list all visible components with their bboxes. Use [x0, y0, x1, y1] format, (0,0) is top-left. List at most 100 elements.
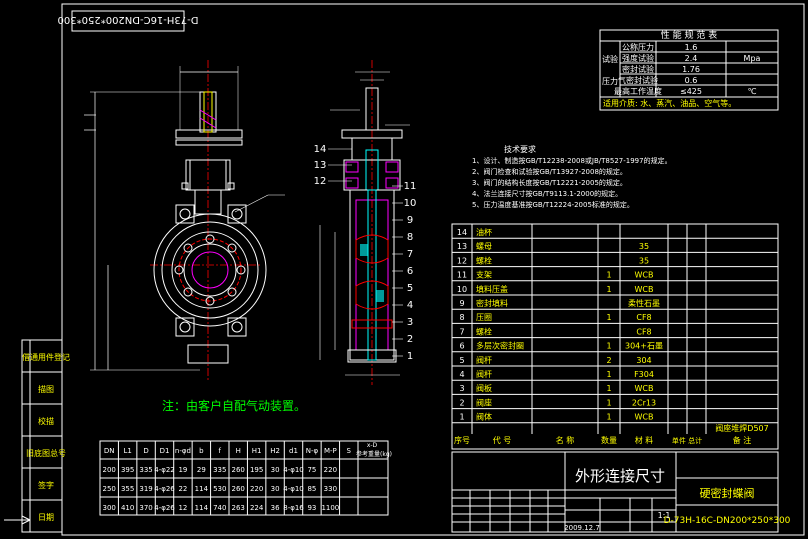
bom-qty: 1 [606, 398, 611, 407]
dim-header: DN [104, 447, 115, 455]
bom-header-code: 代 号 [493, 435, 512, 445]
bom-header-no: 序号 [454, 435, 470, 445]
spec-label: 强度试验 [622, 53, 654, 63]
dim-cell: 4-φ26 [154, 504, 175, 512]
bom-material: F304 [634, 370, 654, 379]
bom-corner-note: 阀座堆焊D507 [715, 423, 768, 433]
bom-no: 11 [457, 271, 467, 280]
dim-cell: 114 [195, 504, 209, 512]
bom-no: 13 [457, 242, 467, 251]
bom-name: 阀体 [476, 412, 492, 422]
bom-no: 4 [459, 370, 464, 379]
bom-material: 2Cr13 [632, 398, 656, 407]
dim-cell: 319 [139, 485, 152, 493]
dim-cell: 29 [197, 466, 206, 474]
dim-cell: 335 [139, 466, 152, 474]
dim-header-xd: x-D [367, 442, 378, 449]
callout-right: 5 [407, 283, 413, 294]
bom-no: 14 [457, 228, 467, 237]
title-product: 硬密封蝶阀 [700, 486, 755, 500]
dim-cell: 410 [121, 504, 134, 512]
side-panel-label: 描图 [38, 384, 54, 394]
tech-item: 3、阀门的结构长度按GB/T12221-2005的规定。 [472, 178, 627, 187]
spec-value: ≤425 [680, 87, 702, 96]
dim-header: b [199, 447, 204, 455]
callout-right: 7 [407, 249, 413, 260]
dim-header: f [219, 447, 222, 455]
bom-name: 螺栓 [476, 255, 492, 265]
dim-cell: 224 [250, 504, 264, 512]
dim-cell: 36 [271, 504, 280, 512]
dim-header: d1 [289, 447, 298, 455]
bom-material: CF8 [636, 327, 651, 336]
callout-left: 12 [314, 176, 327, 187]
bom-no: 1 [459, 413, 464, 422]
bom-header-material: 材 料 [635, 435, 654, 445]
bom-material: WCB [635, 285, 654, 294]
dim-cell: 355 [121, 485, 134, 493]
side-panel-label: 旧底图总号 [26, 448, 66, 458]
dim-cell: 12 [178, 504, 187, 512]
side-panel-label: 日期 [38, 513, 54, 522]
bom-material: WCB [635, 271, 654, 280]
spec-title: 性 能 规 范 表 [661, 29, 717, 41]
bom-name: 填料压盖 [476, 284, 508, 294]
tech-item: 1、设计、制造按GB/T12238-2008或JB/T8527-1997的规定。 [472, 156, 672, 165]
title-scale: 1:1 [658, 511, 671, 520]
dim-cell: 370 [139, 504, 152, 512]
spec-unit: ℃ [748, 87, 757, 96]
bom-material: 35 [639, 242, 649, 251]
spec-medium: 适用介质: 水、蒸汽、油品、空气等。 [603, 98, 736, 108]
dim-header: M-P [324, 447, 337, 455]
dim-header: S [347, 447, 352, 455]
svg-text:压力: 压力 [602, 76, 618, 86]
dim-cell: 1100 [321, 504, 339, 512]
bom-name: 压圈 [476, 313, 492, 322]
callout-right: 9 [407, 215, 413, 226]
bom-header-note: 备 注 [733, 435, 752, 445]
bom-material: 304 [636, 356, 651, 365]
dim-cell: 4-φ22 [154, 466, 175, 474]
bom-qty: 1 [606, 342, 611, 351]
dim-header: H [236, 447, 241, 455]
bom-qty: 1 [606, 285, 611, 294]
callout-right: 1 [407, 351, 413, 362]
dim-cell: 530 [213, 485, 226, 493]
bom-no: 8 [459, 313, 464, 322]
bom-name: 阀杆 [476, 355, 492, 365]
bom-no: 3 [459, 384, 464, 393]
dim-cell: 395 [121, 466, 134, 474]
dim-cell: 30 [271, 466, 280, 474]
dim-cell: 19 [178, 466, 187, 474]
bom-header-name: 名 称 [556, 435, 575, 445]
bom-material: CF8 [636, 313, 651, 322]
dim-cell: 8-φ16 [283, 504, 304, 512]
dim-cell: 200 [103, 466, 116, 474]
callout-right: 10 [404, 198, 417, 209]
bom-qty: 1 [606, 370, 611, 379]
bom-name: 密封填料 [476, 298, 508, 308]
title-main: 外形连接尺寸 [575, 467, 665, 485]
bom-name: 支架 [476, 270, 492, 280]
dim-header: n-φd [175, 447, 191, 455]
spec-label: 密封试验 [622, 64, 654, 74]
dim-cell: 300 [103, 504, 116, 512]
side-panel-label: 借通用件登记 [22, 352, 70, 362]
bom-material: WCB [635, 413, 654, 422]
rotated-code: D-73H-16C-DN200*250*300 [58, 14, 199, 25]
dim-cell: 85 [307, 485, 316, 493]
spec-value: 2.4 [685, 54, 698, 63]
dim-cell: 30 [271, 485, 280, 493]
dim-cell: 263 [232, 504, 245, 512]
dim-cell: 220 [250, 485, 263, 493]
bom-material: 35 [639, 256, 649, 265]
bom-name: 阀座 [476, 397, 492, 407]
bom-header-weight: 单件 总计 [672, 436, 702, 445]
bom-no: 12 [457, 256, 467, 265]
dim-cell: 4-φ10 [283, 466, 304, 474]
title-code: D-73H-16C-DN200*250*300 [664, 516, 791, 526]
bom-name: 阀杆 [476, 369, 492, 379]
